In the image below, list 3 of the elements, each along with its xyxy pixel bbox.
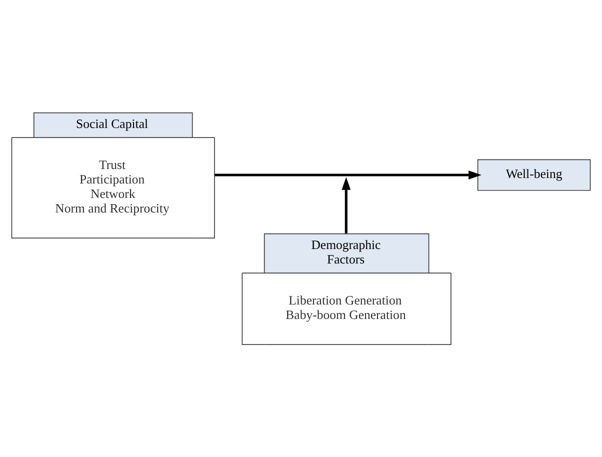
node-box: Well-being: [477, 159, 591, 191]
arrow: [342, 177, 351, 234]
arrow: [214, 170, 482, 180]
